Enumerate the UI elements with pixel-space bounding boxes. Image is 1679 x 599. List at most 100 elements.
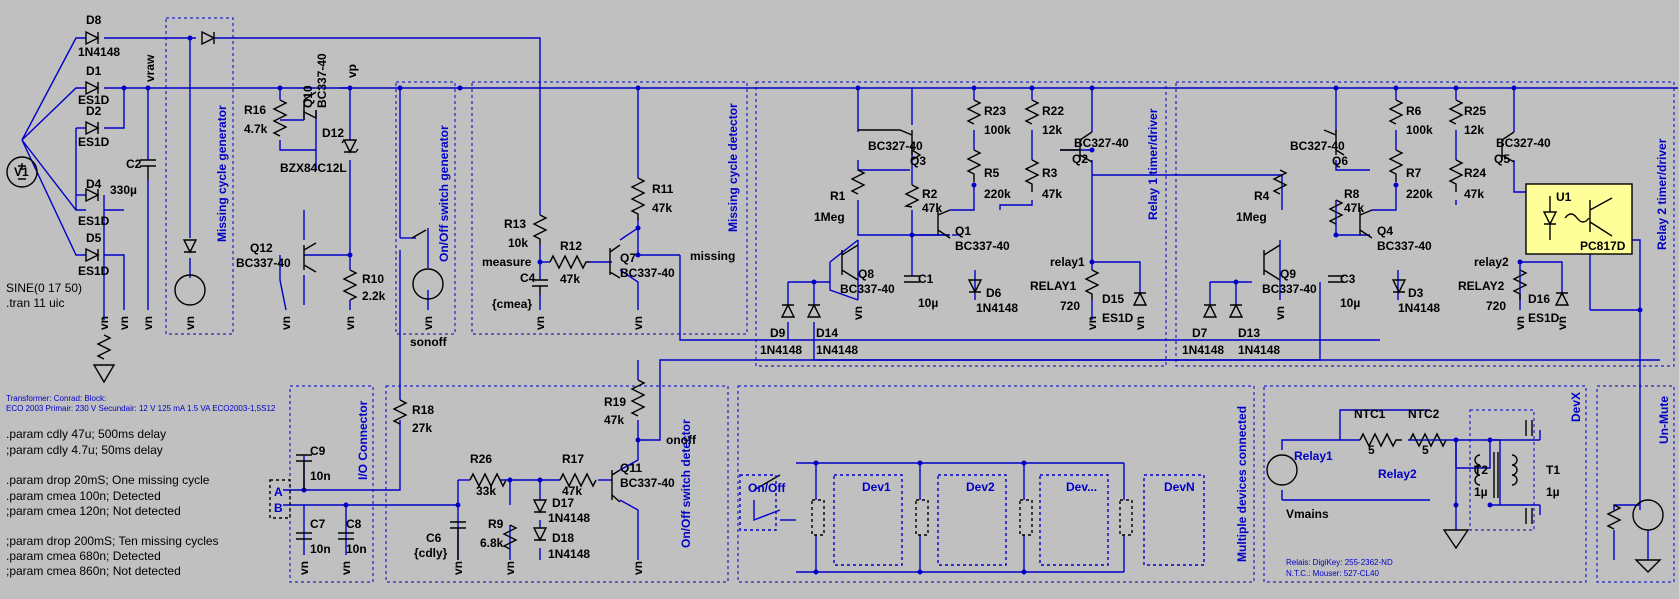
label-Q8-value: BC337-40 <box>840 282 895 296</box>
title-unmute: Un-Mute <box>1657 396 1671 444</box>
label-Q12: Q12 <box>250 241 273 255</box>
device-devdots: Dev... <box>1066 480 1097 494</box>
vn-label: vn <box>97 316 111 330</box>
box-io-connector <box>289 385 374 583</box>
label-D16-value: ES1D <box>1528 311 1560 325</box>
vn-label: vn <box>851 306 865 320</box>
directive-p7: .param cmea 680n; Detected <box>6 549 161 563</box>
directive-tran: .tran 11 uic <box>6 296 64 310</box>
label-Q11: Q11 <box>620 461 642 475</box>
label-NTC2: NTC2 <box>1408 407 1440 421</box>
label-R6: R6 <box>1406 104 1422 118</box>
label-R23-value: 100k <box>984 123 1011 137</box>
label-R25: R25 <box>1464 104 1486 118</box>
label-R10: R10 <box>362 272 384 286</box>
net-relay1: relay1 <box>1050 255 1085 269</box>
note-transformer-1: Transformer: Conrad: Block: <box>6 394 106 403</box>
label-R8-value: 47k <box>1344 201 1364 215</box>
label-C9-value: 10n <box>310 469 331 483</box>
label-Q1-value: BC337-40 <box>955 239 1010 253</box>
label-R17-value: 47k <box>562 484 582 498</box>
label-Q1: Q1 <box>955 224 971 238</box>
label-C4: C4 <box>520 271 536 285</box>
label-D4-value: ES1D <box>78 214 110 228</box>
net-vraw: vraw <box>143 54 157 82</box>
vn-label: vn <box>1273 306 1287 320</box>
label-R4-value: 1Meg <box>1236 210 1267 224</box>
vn-label: vn <box>533 316 547 330</box>
label-R5-value: 220k <box>984 187 1011 201</box>
label-C6: C6 <box>426 531 442 545</box>
label-Q4: Q4 <box>1377 224 1393 238</box>
label-Q7: Q7 <box>620 251 636 265</box>
box-missing-cycle-generator <box>165 17 234 335</box>
label-D1-value: ES1D <box>78 93 110 107</box>
label-D12-value: BZX84C12L <box>280 161 347 175</box>
box-onoff-switch-detector <box>385 385 729 583</box>
label-Q6-value: BC327-40 <box>1290 139 1345 153</box>
label-R2: R2 <box>922 187 938 201</box>
vn-label: vn <box>1513 316 1527 330</box>
vn-label: vn <box>1133 316 1147 330</box>
label-C1: C1 <box>918 272 934 286</box>
label-D13: D13 <box>1238 326 1260 340</box>
pin-B-io: B <box>274 501 283 515</box>
wires <box>21 37 1678 573</box>
label-R11: R11 <box>652 182 674 196</box>
title-relay2: Relay 2 timer/driver <box>1655 138 1669 250</box>
directive-p2: ;param cdly 4.7u; 50ms delay <box>6 443 163 457</box>
label-R5: R5 <box>984 166 1000 180</box>
vn-label: vn <box>343 316 357 330</box>
label-Q5-value: BC327-40 <box>1496 136 1551 150</box>
label-R19-value: 47k <box>604 413 624 427</box>
vn-label: vn <box>117 316 131 330</box>
device-labels: On/Off Dev1 Dev2 Dev... DevN <box>748 480 1195 495</box>
device-dev2: Dev2 <box>966 480 995 494</box>
label-D3: D3 <box>1408 286 1424 300</box>
vn-label: vn <box>503 561 517 575</box>
vn-label: vn <box>1085 316 1099 330</box>
label-Q4-value: BC337-40 <box>1377 239 1432 253</box>
label-Q11-value: BC337-40 <box>620 476 675 490</box>
label-D2: D2 <box>86 104 102 118</box>
title-missing-cycle-detector: Missing cycle detector <box>726 103 740 232</box>
label-C6-value: {cdly} <box>414 546 448 560</box>
component-symbols <box>6 30 1664 573</box>
label-R17: R17 <box>562 452 584 466</box>
label-R6-value: 100k <box>1406 123 1433 137</box>
label-C4-value: {cmea} <box>492 297 532 311</box>
label-R3-value: 47k <box>1042 187 1062 201</box>
label-C9: C9 <box>310 444 326 458</box>
junction-dots <box>121 35 1643 575</box>
title-io-connector: I/O Connector <box>356 400 370 480</box>
title-multiple-devices: Multiple devices connected <box>1235 406 1249 562</box>
note-ntc: N.T.C.: Mouser: 527-CL40 <box>1286 569 1379 578</box>
box-devx <box>1263 385 1587 583</box>
directive-p6: ;param drop 200mS; Ten missing cycles <box>6 534 219 548</box>
vn-label: vn <box>297 561 311 575</box>
label-T2: T2 <box>1474 463 1488 477</box>
label-NTC1: NTC1 <box>1354 407 1386 421</box>
label-C7: C7 <box>310 517 326 531</box>
label-R16-value: 4.7k <box>244 122 268 136</box>
label-R1: R1 <box>830 189 846 203</box>
device-dev1: Dev1 <box>862 480 891 494</box>
label-Q8: Q8 <box>858 267 874 281</box>
label-D16: D16 <box>1528 292 1550 306</box>
net-relay1-switch: Relay1 <box>1294 449 1333 463</box>
label-R1-value: 1Meg <box>814 210 845 224</box>
label-RELAY1-value: 720 <box>1060 299 1080 313</box>
label-D6: D6 <box>986 286 1002 300</box>
label-C2-value: 330µ <box>110 183 137 197</box>
box-multiple-devices <box>737 385 1255 583</box>
vn-label: vn <box>339 561 353 575</box>
label-C3-value: 10µ <box>1340 296 1360 310</box>
label-D15: D15 <box>1102 292 1124 306</box>
label-D1: D1 <box>86 64 102 78</box>
label-C2: C2 <box>126 157 142 171</box>
label-D8-value: 1N4148 <box>78 45 120 59</box>
label-D17: D17 <box>552 496 574 510</box>
label-Q3-value: BC327-40 <box>868 139 923 153</box>
label-R12-value: 47k <box>560 272 580 286</box>
